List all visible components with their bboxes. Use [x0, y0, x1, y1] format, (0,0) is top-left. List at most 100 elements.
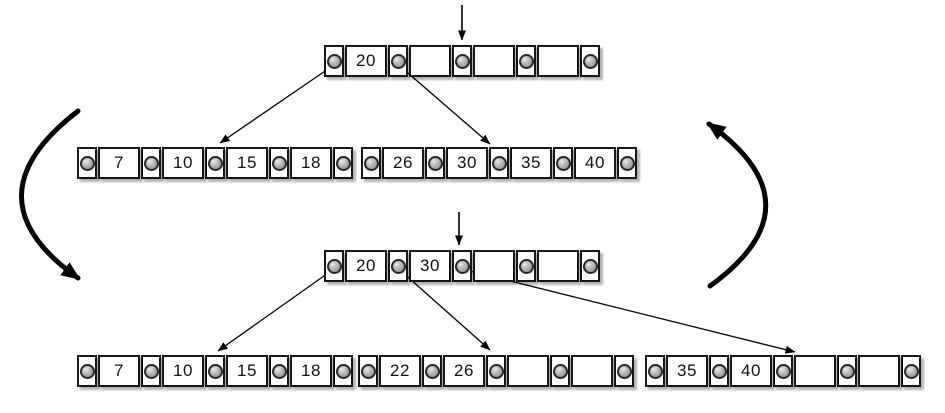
- pointer-dot-icon: [424, 363, 440, 379]
- key-slot: 35: [510, 147, 552, 179]
- pointer-dot-icon: [390, 258, 406, 274]
- pointer-dot-icon: [518, 258, 534, 274]
- key-slot: 20: [345, 45, 387, 77]
- pointer-dot-icon: [326, 258, 342, 274]
- key-slot: [858, 355, 900, 387]
- pointer-slot: [580, 45, 600, 77]
- pointer-dot-icon: [326, 53, 342, 69]
- btree-node-after-child-middle: 22 26: [358, 355, 634, 387]
- pointer-dot-icon: [390, 53, 406, 69]
- btree-node-before-child-right: 26 30 35 40: [361, 147, 637, 179]
- transform-arrow-up-icon: [706, 121, 769, 289]
- pointer-slot: [324, 45, 344, 77]
- btree-node-after-child-right: 35 40: [645, 355, 921, 387]
- pointer-arrow-before-left-icon: [219, 66, 332, 144]
- pointer-slot: [837, 355, 857, 387]
- pointer-dot-icon: [335, 155, 351, 171]
- pointer-slot: [516, 250, 536, 282]
- key-slot: [537, 250, 579, 282]
- pointer-dot-icon: [363, 155, 379, 171]
- pointer-dot-icon: [454, 258, 470, 274]
- pointer-slot: [773, 355, 793, 387]
- key-slot: 30: [446, 147, 488, 179]
- pointer-dot-icon: [518, 53, 534, 69]
- key-slot: [537, 45, 579, 77]
- pointer-slot: [358, 355, 378, 387]
- pointer-slot: [452, 45, 472, 77]
- key-slot: 15: [226, 147, 268, 179]
- key-slot: 20: [345, 250, 387, 282]
- pointer-dot-icon: [555, 155, 571, 171]
- key-slot: 10: [162, 355, 204, 387]
- pointer-dot-icon: [582, 258, 598, 274]
- pointer-dot-icon: [647, 363, 663, 379]
- pointer-dot-icon: [903, 363, 919, 379]
- key-slot: 18: [290, 355, 332, 387]
- pointer-slot: [333, 147, 353, 179]
- pointer-slot: [422, 355, 442, 387]
- pointer-dot-icon: [143, 155, 159, 171]
- pointer-slot: [489, 147, 509, 179]
- btree-node-before-root: 20: [324, 45, 600, 77]
- key-slot: [794, 355, 836, 387]
- pointer-dot-icon: [143, 363, 159, 379]
- key-slot: 26: [443, 355, 485, 387]
- pointer-dot-icon: [839, 363, 855, 379]
- pointer-slot: [361, 147, 381, 179]
- pointer-dot-icon: [207, 155, 223, 171]
- pointer-dot-icon: [454, 53, 470, 69]
- btree-node-after-child-left: 7 10 15 18: [77, 355, 353, 387]
- key-slot: [571, 355, 613, 387]
- pointer-slot: [614, 355, 634, 387]
- transform-arrow-down-icon: [19, 108, 81, 281]
- pointer-slot: [205, 355, 225, 387]
- key-slot: 15: [226, 355, 268, 387]
- pointer-dot-icon: [360, 363, 376, 379]
- pointer-dot-icon: [427, 155, 443, 171]
- pointer-slot: [553, 147, 573, 179]
- key-slot: 35: [666, 355, 708, 387]
- pointer-slot: [388, 45, 408, 77]
- pointer-slot: [550, 355, 570, 387]
- key-slot: 30: [409, 250, 451, 282]
- key-slot: 18: [290, 147, 332, 179]
- pointer-slot: [452, 250, 472, 282]
- pointer-slot: [425, 147, 445, 179]
- pointer-dot-icon: [491, 155, 507, 171]
- key-slot: 7: [98, 355, 140, 387]
- pointer-arrow-before-right-icon: [400, 66, 491, 145]
- key-slot: 22: [379, 355, 421, 387]
- pointer-arrow-after-middle-icon: [400, 270, 491, 351]
- pointer-dot-icon: [79, 363, 95, 379]
- pointer-slot: [580, 250, 600, 282]
- pointer-dot-icon: [271, 155, 287, 171]
- pointer-dot-icon: [775, 363, 791, 379]
- pointer-dot-icon: [711, 363, 727, 379]
- pointer-slot: [141, 147, 161, 179]
- pointer-arrow-after-right-icon: [465, 269, 796, 354]
- pointer-dot-icon: [79, 155, 95, 171]
- key-slot: [473, 250, 515, 282]
- key-slot: 40: [574, 147, 616, 179]
- pointer-slot: [333, 355, 353, 387]
- key-slot: [507, 355, 549, 387]
- pointer-slot: [269, 355, 289, 387]
- pointer-dot-icon: [335, 363, 351, 379]
- pointer-dot-icon: [488, 363, 504, 379]
- key-slot: 26: [382, 147, 424, 179]
- key-slot: 7: [98, 147, 140, 179]
- pointer-slot: [205, 147, 225, 179]
- pointer-slot: [901, 355, 921, 387]
- pointer-dot-icon: [271, 363, 287, 379]
- pointer-slot: [77, 147, 97, 179]
- key-slot: 40: [730, 355, 772, 387]
- pointer-dot-icon: [207, 363, 223, 379]
- pointer-slot: [141, 355, 161, 387]
- key-slot: [473, 45, 515, 77]
- key-slot: [409, 45, 451, 77]
- pointer-slot: [324, 250, 344, 282]
- pointer-slot: [388, 250, 408, 282]
